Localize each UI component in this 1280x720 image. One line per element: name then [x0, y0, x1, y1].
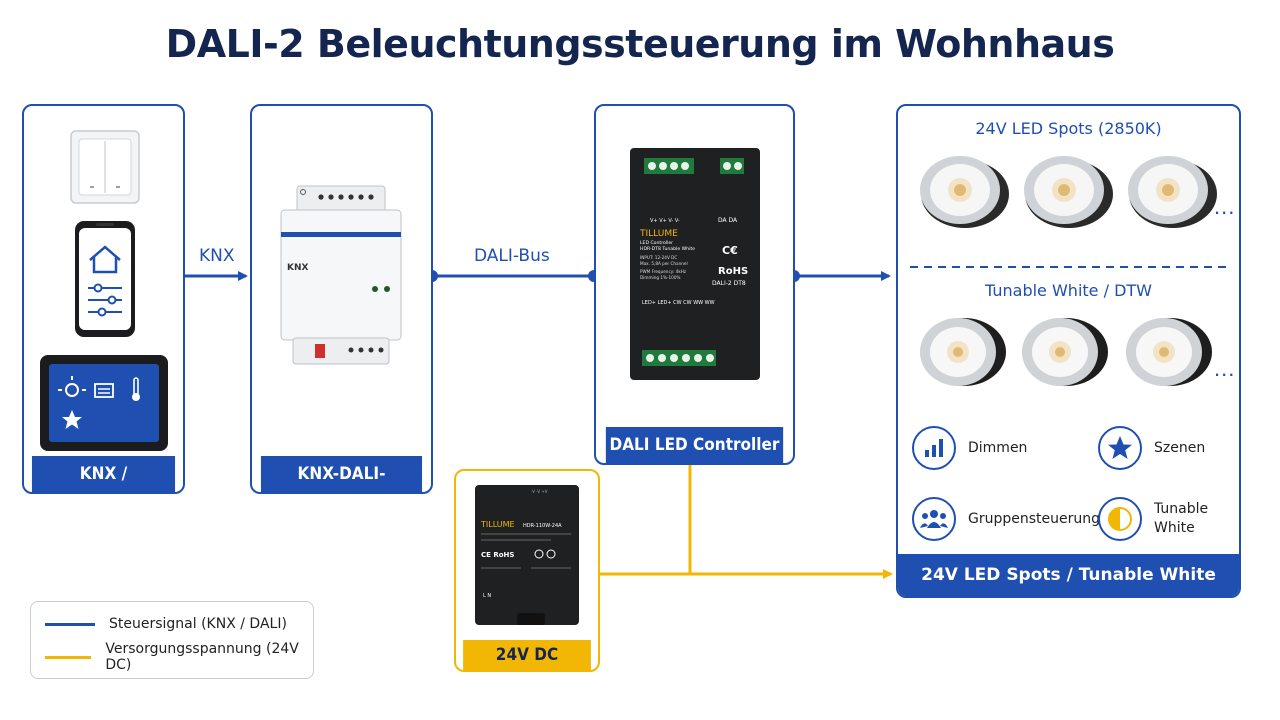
feature-szenen-label: Szenen — [1154, 439, 1206, 456]
feature-tunable-white: Tunable White — [1098, 497, 1208, 541]
legend-item-signal: Steuersignal (KNX / DALI) — [45, 614, 287, 634]
feature-dimmen-label: Dimmen — [968, 439, 1028, 456]
svg-text:HDR-110W-24A: HDR-110W-24A — [523, 523, 562, 529]
led-spot-icon — [920, 156, 1009, 228]
feature-dimmen: Dimmen — [912, 426, 1027, 470]
legend-supply-swatch — [45, 655, 92, 659]
svg-text:TILLUME: TILLUME — [639, 229, 678, 239]
power-supply-label: 24V DC Netzteil — [463, 640, 591, 670]
feature-tunable-white-label: Tunable White — [1154, 501, 1209, 536]
bar-chart-icon — [912, 426, 956, 470]
controller-card: V+ V+ V- V- DA DA TILLUME LED Controller… — [594, 104, 795, 465]
tunable-white-title: Tunable White / DTW — [985, 281, 1152, 300]
led-spots-card: 24V LED Spots (2850K) ... Tunable White … — [896, 104, 1241, 598]
gateway-label: KNX-DALI-Gateway — [260, 456, 423, 492]
svg-text:TILLUME: TILLUME — [480, 520, 515, 529]
touch-panel-icon — [40, 355, 168, 451]
group-icon — [912, 497, 956, 541]
top-terminal-block — [644, 158, 744, 174]
input-devices-card: KNX / Wandtaster / App — [22, 104, 185, 494]
tunable-spot-icon — [1022, 318, 1108, 386]
svg-text:L N: L N — [483, 593, 491, 599]
legend-item-supply: Versorgungsspannung (24V DC) — [45, 641, 313, 673]
page-title: DALI-2 Beleuchtungssteuerung im Wohnhaus — [165, 22, 1115, 66]
power-supply-card: -V -V +V TILLUME HDR-110W-24A CE RoHS L … — [454, 469, 600, 672]
svg-text:Max. 5,8A per Channel: Max. 5,8A per Channel — [640, 261, 688, 266]
svg-text:PWM Frequency: 4kHz: PWM Frequency: 4kHz — [640, 269, 687, 274]
controller-label: DALI LED Controller — [605, 427, 784, 463]
svg-text:C€: C€ — [722, 244, 738, 257]
gateway-card: KNX KNX-DALI-Gateway — [250, 104, 433, 494]
svg-text:CE RoHS: CE RoHS — [481, 551, 514, 559]
feature-szenen: Szenen — [1098, 426, 1205, 470]
legend-signal-label: Steuersignal (KNX / DALI) — [109, 616, 287, 632]
dali-led-controller-device: V+ V+ V- V- DA DA TILLUME LED Controller… — [630, 148, 760, 380]
smartphone-app-icon — [75, 221, 135, 337]
tunable-spot-icon — [1126, 318, 1212, 386]
spots-row-tunable: ... — [898, 312, 1239, 400]
svg-text:Dimming 1%-100%: Dimming 1%-100% — [640, 275, 680, 280]
group-divider — [910, 266, 1230, 268]
led-output-wire — [788, 270, 891, 282]
svg-text:DALI-2 DT8: DALI-2 DT8 — [712, 280, 746, 287]
led-spot-icon — [1128, 156, 1217, 228]
wall-switch-icon — [70, 130, 140, 204]
svg-text:-V -V +V: -V -V +V — [531, 489, 548, 494]
more-spots-ellipsis: ... — [1214, 194, 1236, 219]
dali-bus-label: DALI-Bus — [474, 246, 550, 266]
svg-text:INPUT: 12-24V DC: INPUT: 12-24V DC — [640, 255, 677, 260]
spots-2850k-title: 24V LED Spots (2850K) — [975, 119, 1162, 138]
power-supply-device: -V -V +V TILLUME HDR-110W-24A CE RoHS L … — [475, 485, 579, 625]
svg-text:RoHS: RoHS — [718, 266, 748, 277]
gateway-brand: KNX — [287, 263, 309, 273]
feature-gruppensteuerung-label: Gruppensteuerung — [968, 510, 1101, 527]
legend-supply-label: Versorgungsspannung (24V DC) — [105, 641, 299, 673]
feature-gruppensteuerung: Gruppensteuerung — [912, 497, 1100, 541]
svg-text:DA DA: DA DA — [718, 217, 738, 224]
bottom-terminal-block — [642, 350, 716, 366]
spots-row-2850k: ... — [898, 150, 1239, 238]
svg-text:LED+ LED+ CW CW WW WW: LED+ LED+ CW CW WW WW — [642, 300, 715, 306]
legend: Steuersignal (KNX / DALI) Versorgungsspa… — [30, 601, 314, 679]
legend-signal-swatch — [45, 622, 95, 626]
knx-dali-gateway-device: KNX — [280, 185, 402, 365]
more-tunable-ellipsis: ... — [1214, 356, 1236, 381]
svg-text:V+ V+ V- V-: V+ V+ V- V- — [650, 218, 680, 224]
svg-text:HDR-DT8 Tunable White: HDR-DT8 Tunable White — [640, 246, 695, 252]
led-spots-label: 24V LED Spots / Tunable White — [898, 554, 1239, 596]
knx-wire-label: KNX — [199, 246, 235, 266]
input-devices-label: KNX / Wandtaster / App — [31, 456, 176, 492]
star-icon — [1098, 426, 1142, 470]
led-spot-icon — [1024, 156, 1113, 228]
svg-text:LED Controller: LED Controller — [640, 240, 673, 246]
half-circle-icon — [1098, 497, 1142, 541]
tunable-spot-icon — [920, 318, 1006, 386]
